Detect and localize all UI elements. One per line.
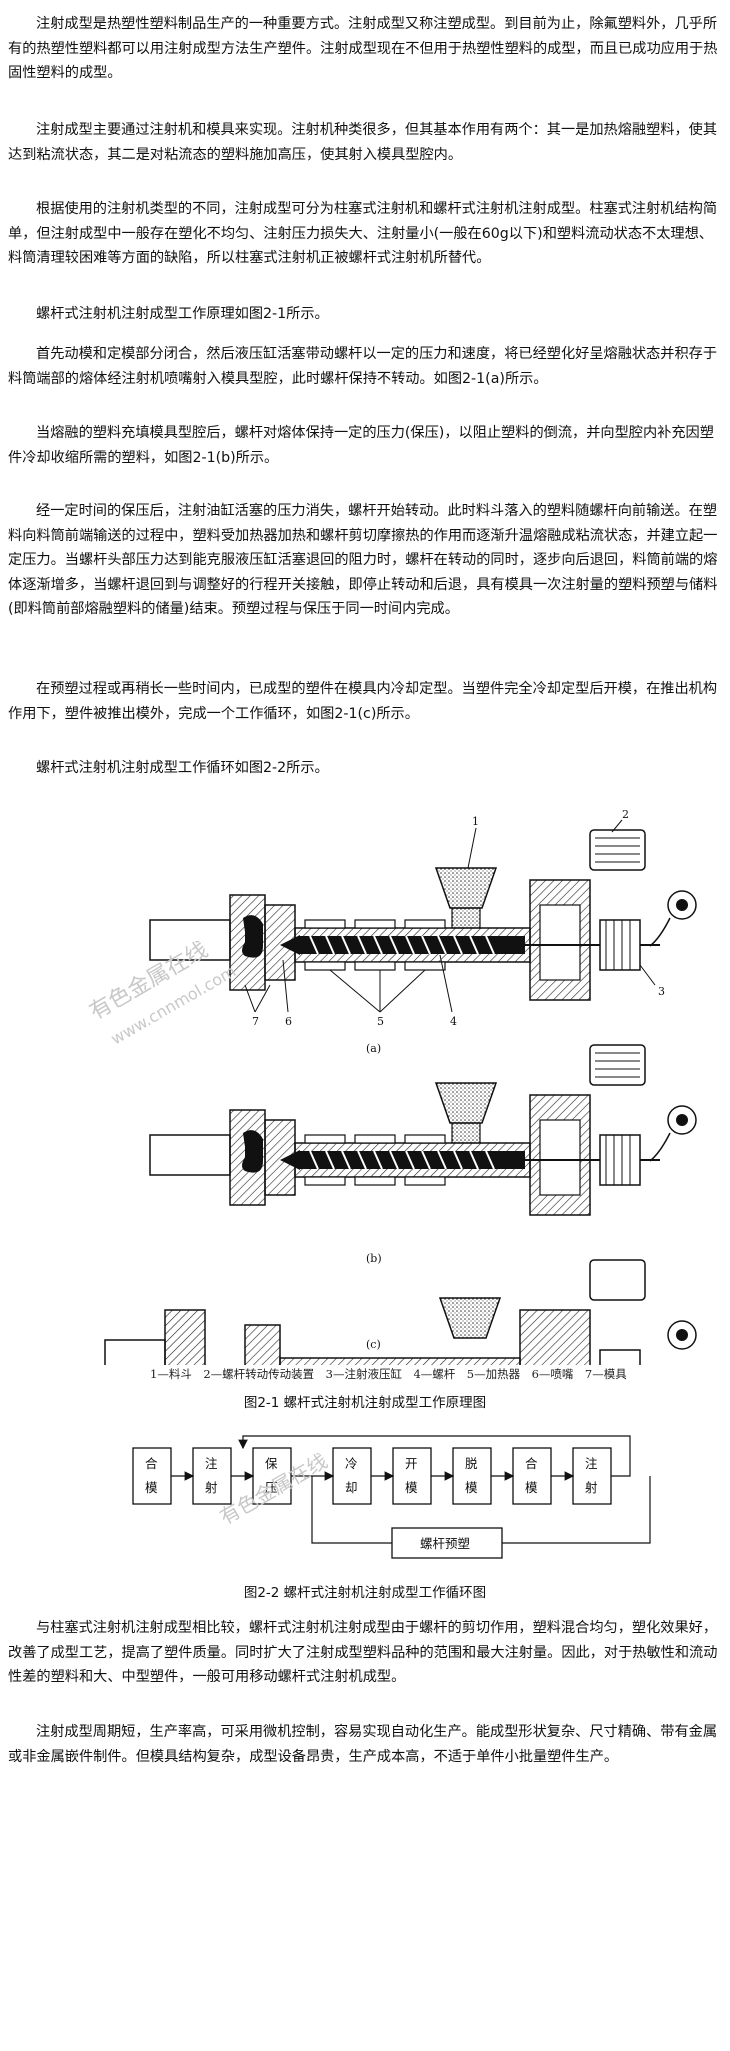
paragraph-7: 经一定时间的保压后，注射油缸活塞的压力消失，螺杆开始转动。此时料斗落入的塑料随螺…	[8, 503, 718, 618]
step-7-char-1: 合	[525, 1456, 538, 1471]
figure-2-1-caption: 图2-1 螺杆式注射机注射成型工作原理图	[243, 1395, 487, 1411]
paragraph-1: 注射成型是热塑性塑料制品生产的一种重要方式。注射成型又称注塑成型。到目前为止，除…	[8, 16, 718, 82]
figure-2-1-legend: 1—料斗 2—螺杆转动传动装置 3—注射液压缸 4—螺杆 5—加热器 6—喷嘴 …	[150, 1367, 627, 1381]
step-6-char-1: 脱	[465, 1456, 478, 1471]
callout-2: 2	[622, 808, 629, 821]
step-box-8	[572, 1447, 612, 1505]
callout-6: 6	[285, 1015, 292, 1028]
callout-3: 3	[658, 985, 665, 998]
sublabel-a: (a)	[366, 1042, 381, 1055]
step-5-char-2: 模	[405, 1480, 418, 1495]
step-5-char-1: 开	[405, 1456, 418, 1471]
paragraph-6: 当熔融的塑料充填模具型腔后，螺杆对熔体保持一定的压力(保压)，以阻止塑料的倒流，…	[8, 425, 714, 466]
step-2-char-1: 注	[205, 1456, 218, 1471]
paragraph-3: 根据使用的注射机类型的不同，注射成型可分为柱塞式注射机和螺杆式注射机注射成型。柱…	[8, 201, 718, 267]
step-4-char-1: 冷	[345, 1456, 358, 1471]
paragraph-9: 螺杆式注射机注射成型工作循环如图2-2所示。	[36, 760, 329, 776]
step-4-char-2: 却	[345, 1480, 358, 1495]
paragraph-10: 与柱塞式注射机注射成型相比较，螺杆式注射机注射成型由于螺杆的剪切作用，塑料混合均…	[8, 1620, 718, 1686]
callout-1: 1	[472, 815, 479, 828]
sublabel-c: (c)	[366, 1338, 381, 1351]
step-7-char-2: 模	[525, 1480, 538, 1495]
step-3-char-1: 保	[265, 1456, 278, 1471]
figure-2-1: 1 2 3 4 5 6 7 (a) (b) (c) 有色金属在线 www.cnn…	[86, 808, 697, 1365]
figure-2-2-caption: 图2-2 螺杆式注射机注射成型工作循环图	[243, 1585, 487, 1601]
figure-2-2: 合 模 注 射 保 压 冷 却 开 模 脱 模 合 模 注 射 螺杆预塑 有色金…	[132, 1435, 651, 1559]
paragraph-11: 注射成型周期短，生产率高，可采用微机控制，容易实现自动化生产。能成型形状复杂、尺…	[8, 1724, 718, 1765]
paragraph-8: 在预塑过程或再稍长一些时间内，已成型的塑件在模具内冷却定型。当塑件完全冷却定型后…	[8, 681, 718, 722]
step-8-char-2: 射	[585, 1480, 598, 1495]
step-box-7	[512, 1447, 552, 1505]
preplastic-label: 螺杆预塑	[420, 1536, 470, 1551]
sublabel-b: (b)	[366, 1252, 382, 1265]
paragraph-5: 首先动模和定模部分闭合，然后液压缸活塞带动螺杆以一定的压力和速度，将已经塑化好呈…	[8, 346, 718, 387]
step-3-char-2: 压	[265, 1480, 278, 1495]
step-8-char-1: 注	[585, 1456, 598, 1471]
callout-7: 7	[252, 1015, 259, 1028]
paragraph-2: 注射成型主要通过注射机和模具来实现。注射机种类很多，但其基本作用有两个：其一是加…	[8, 122, 718, 163]
callout-5: 5	[377, 1015, 384, 1028]
step-1-char-1: 合	[145, 1456, 158, 1471]
step-2-char-2: 射	[205, 1480, 218, 1495]
step-1-char-2: 模	[145, 1480, 158, 1495]
step-6-char-2: 模	[465, 1480, 478, 1495]
callout-4: 4	[450, 1015, 457, 1028]
paragraph-4: 螺杆式注射机注射成型工作原理如图2-1所示。	[36, 306, 329, 322]
